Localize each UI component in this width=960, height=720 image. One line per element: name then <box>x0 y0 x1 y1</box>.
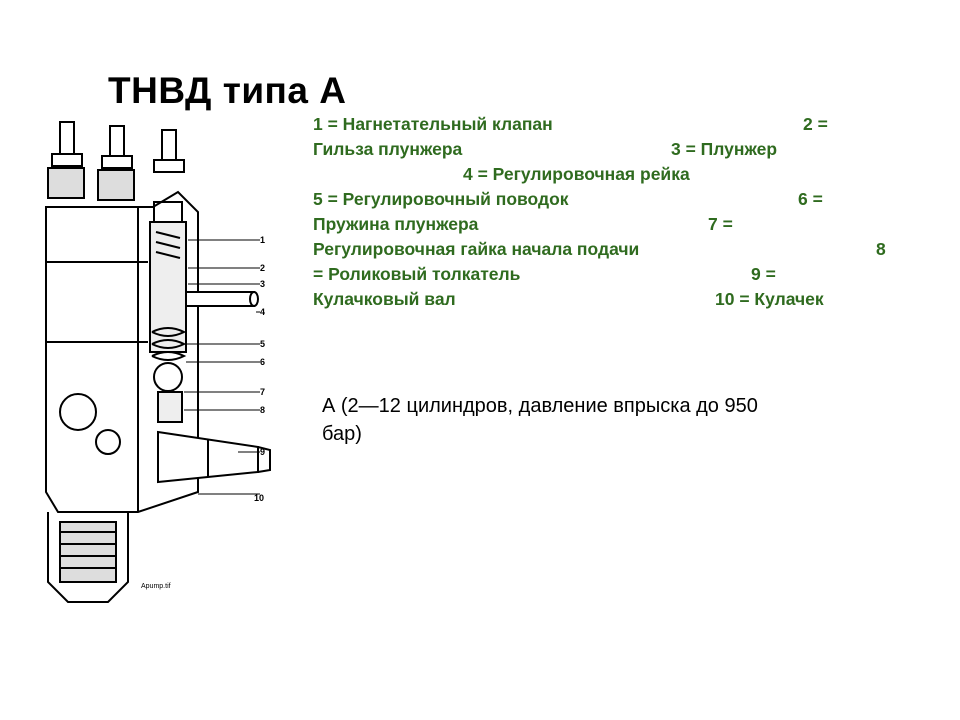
legend-text: Гильза плунжера <box>313 139 463 159</box>
legend-text: Регулировочная гайка начала подачи <box>313 239 640 259</box>
legend-text: = Роликовый толкатель <box>313 264 521 284</box>
callout-9: 9 <box>260 447 265 457</box>
legend-text: Пружина плунжера <box>313 214 479 234</box>
callout-3: 3 <box>260 279 265 289</box>
injection-pump-drawing: 1 2 3 4 5 6 7 8 9 10 Apump.tif <box>45 121 271 603</box>
pump-description: А (2—12 цилиндров, давление впрыска до 9… <box>322 395 758 445</box>
legend-text: 8 <box>876 239 886 259</box>
callout-8: 8 <box>260 405 265 415</box>
legend-text: 2 = <box>803 114 828 134</box>
legend-text: 3 = Плунжер <box>671 139 778 159</box>
legend-text: 7 = <box>708 214 733 234</box>
legend-text: 6 = <box>798 189 823 209</box>
callout-5: 5 <box>260 339 265 349</box>
legend-text: 4 = Регулировочная рейка <box>463 164 690 184</box>
legend-text: 1 = Нагнетательный клапан <box>313 114 553 134</box>
legend-text: 10 = Кулачек <box>715 289 824 309</box>
callout-4: 4 <box>260 307 265 317</box>
callout-6: 6 <box>260 357 265 367</box>
callout-7: 7 <box>260 387 265 397</box>
callout-10: 10 <box>254 493 264 503</box>
file-label: Apump.tif <box>141 583 171 590</box>
legend-text: 9 = <box>751 264 776 284</box>
callout-2: 2 <box>260 263 265 273</box>
callout-1: 1 <box>260 235 265 245</box>
legend-text: Кулачковый вал <box>313 289 456 309</box>
legend-text: 5 = Регулировочный поводок <box>313 189 569 209</box>
slide-title: ТНВД типа А <box>108 70 347 111</box>
